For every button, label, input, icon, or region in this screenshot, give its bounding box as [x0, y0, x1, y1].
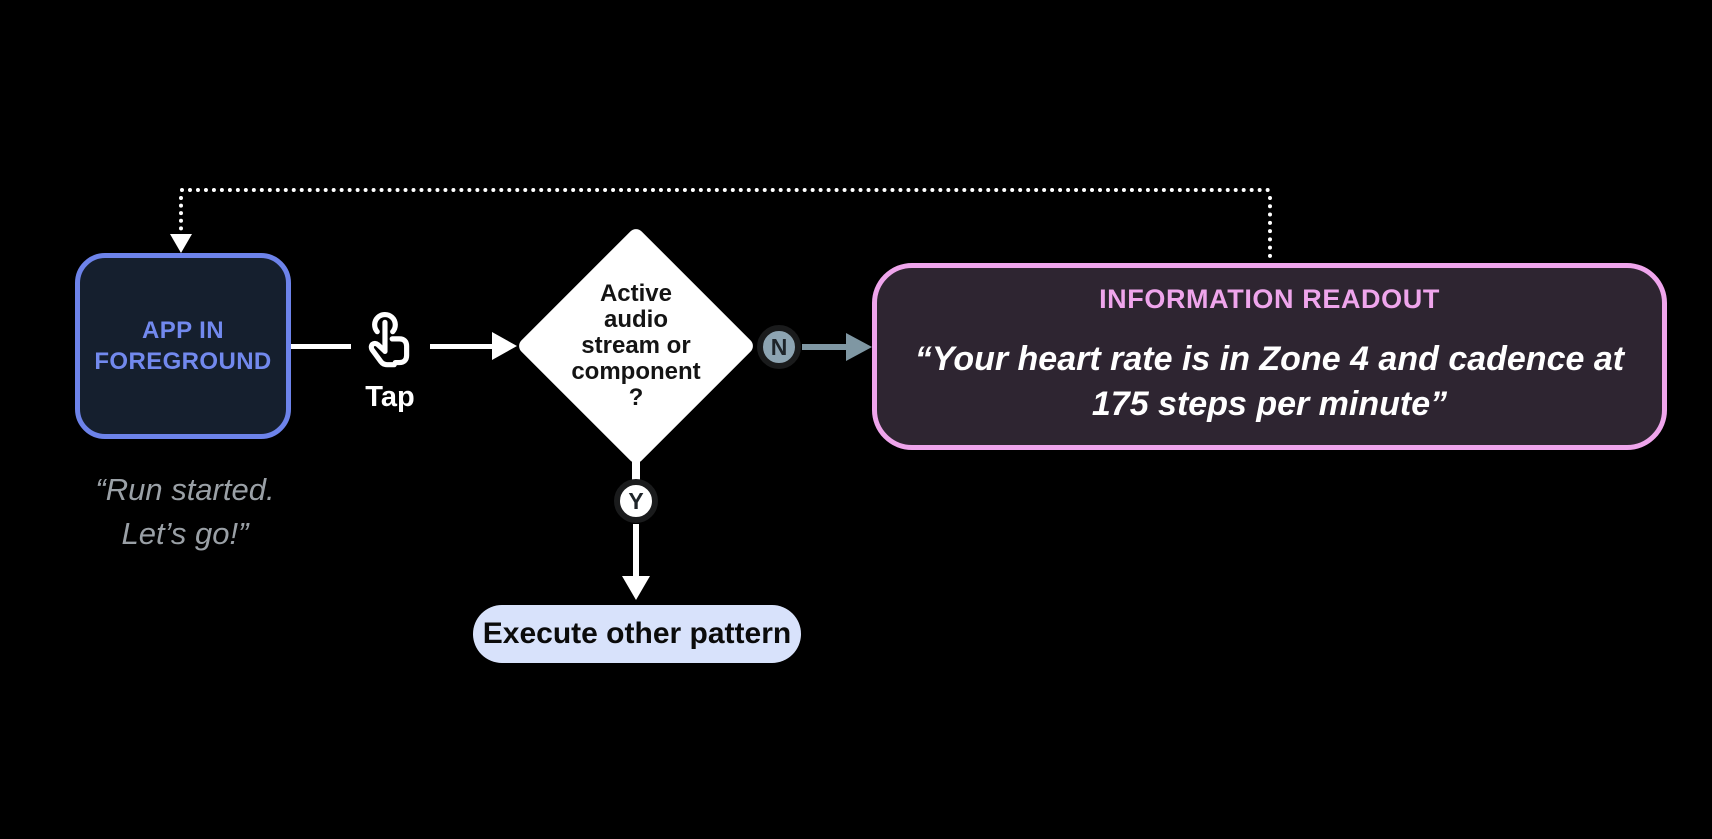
- connector-yes-to-pattern: [633, 524, 639, 578]
- caption-line1: “Run started.: [95, 472, 275, 507]
- tap-label: Tap: [365, 381, 415, 413]
- arrowhead-into-pattern-icon: [622, 576, 650, 600]
- decision-question: Active audio stream or component ?: [536, 281, 736, 411]
- decision-line: ?: [628, 384, 644, 411]
- feedback-dotted-line-right: [1268, 196, 1272, 258]
- feedback-arrowhead-icon: [170, 234, 192, 253]
- app-voice-caption: “Run started. Let’s go!”: [45, 468, 325, 556]
- decision-line: audio: [604, 306, 668, 333]
- arrowhead-into-readout-icon: [846, 333, 872, 361]
- tap-gesture-icon: [368, 311, 410, 368]
- connector-app-to-tap: [291, 344, 351, 349]
- node-information-readout: INFORMATION READOUT “Your heart rate is …: [872, 263, 1667, 450]
- arrowhead-into-decision-icon: [492, 332, 517, 360]
- connector-no-to-readout: [802, 344, 850, 350]
- decision-line: stream or: [581, 332, 691, 359]
- readout-quote: “Your heart rate is in Zone 4 and cadenc…: [877, 337, 1662, 427]
- feedback-dotted-line-left: [179, 196, 183, 238]
- node-app-in-foreground: APP IN FOREGROUND: [75, 253, 291, 439]
- decision-line: Active: [599, 280, 673, 307]
- app-label-line2: FOREGROUND: [94, 348, 272, 375]
- connector-decision-to-yes: [632, 458, 640, 482]
- readout-quote-line2: 175 steps per minute”: [1091, 385, 1448, 423]
- connector-tap-to-decision: [430, 344, 492, 349]
- readout-quote-line1: “Your heart rate is in Zone 4 and cadenc…: [914, 340, 1625, 378]
- yes-branch-badge: Y: [614, 479, 658, 523]
- feedback-dotted-line-horizontal: [180, 188, 1271, 192]
- caption-line2: Let’s go!”: [121, 516, 249, 551]
- app-label-line1: APP IN: [142, 317, 224, 344]
- readout-title: INFORMATION READOUT: [1099, 284, 1440, 314]
- no-branch-badge: N: [757, 325, 801, 369]
- node-execute-other-pattern: Execute other pattern: [473, 605, 801, 663]
- decision-line: component: [571, 358, 701, 385]
